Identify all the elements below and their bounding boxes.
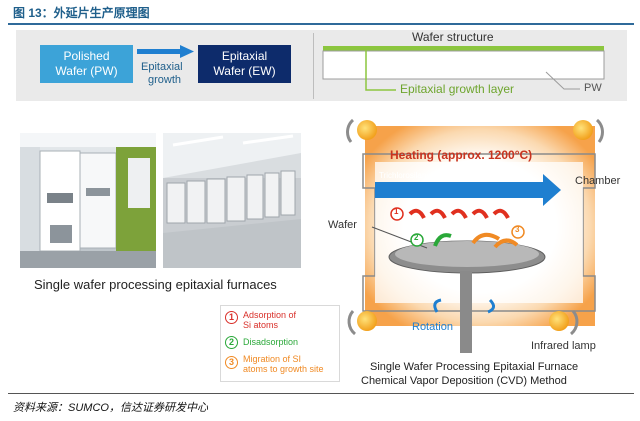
- legend-num-1: 1: [225, 311, 238, 324]
- step-markers: [390, 207, 525, 247]
- growth-arrow: [137, 45, 194, 58]
- pw-label-line1: Polished: [63, 49, 110, 63]
- legend-text-1a: Adsorption of: [243, 310, 297, 320]
- wafer-structure-diagram: [322, 46, 605, 91]
- cvd-caption-line1: Single Wafer Processing Epitaxial Furnac…: [370, 361, 579, 373]
- epitaxial-layer-label: Epitaxial growth layer: [400, 82, 515, 96]
- infrared-lamp-icon: [346, 118, 604, 336]
- ew-label-line1: Epitaxial: [221, 49, 268, 63]
- growth-label-line1: Epitaxial: [141, 61, 183, 73]
- step-number-1: 1: [394, 207, 399, 216]
- epitaxial-layer: [323, 46, 604, 51]
- infrared-lamp-label: Infrared lamp: [531, 340, 596, 352]
- legend-text-3a: Migration of SI: [243, 354, 302, 364]
- legend-num-3: 3: [225, 356, 238, 369]
- polished-wafer-layer: [322, 50, 605, 80]
- gas-label: Trichlorosilane (SiHCl3) + hydrogen (H2): [379, 171, 524, 180]
- process-legend: 1 Adsorption of Si atoms 2 Disadsorption…: [220, 305, 340, 382]
- pw-label-line2: Wafer (PW): [55, 64, 118, 78]
- rotation-arrows: [433, 298, 495, 314]
- furnace-photo-1: [20, 133, 156, 268]
- ew-label-line2: Wafer (EW): [213, 64, 276, 78]
- heating-label: Heating (approx. 1200°C): [390, 148, 533, 162]
- legend-text-1b: Si atoms: [243, 320, 279, 330]
- growth-label-line2: growth: [148, 74, 182, 86]
- source-note: 资料来源：SUMCO，信达证券研发中心: [13, 402, 208, 414]
- epitaxial-wafer-box: Epitaxial Wafer (EW): [198, 45, 291, 83]
- migration-arrows: [471, 232, 519, 249]
- step-number-2: 2: [414, 233, 419, 242]
- footer-divider: [8, 393, 634, 394]
- title-divider: [8, 23, 634, 25]
- legend-text-3b: atoms to growth site: [243, 364, 324, 374]
- rotation-label: Rotation: [412, 321, 453, 333]
- chamber-label: Chamber: [575, 175, 621, 187]
- step-number-3: 3: [515, 225, 520, 234]
- furnace-caption: Single wafer processing epitaxial furnac…: [34, 277, 277, 292]
- figure-title: 图 13：外延片生产原理图: [13, 6, 150, 20]
- panel-divider: [313, 33, 314, 99]
- wafer-structure-title: Wafer structure: [412, 30, 494, 44]
- cvd-caption-line2: Chemical Vapor Deposition (CVD) Method: [361, 375, 567, 387]
- pw-label: PW: [584, 82, 602, 94]
- legend-text-2a: Disadsorption: [243, 337, 299, 347]
- wafer-label: Wafer: [328, 219, 357, 231]
- cvd-chamber-diagram: [346, 118, 604, 353]
- epi-leader-line: [365, 49, 396, 91]
- furnace-photo-2: [163, 133, 301, 268]
- adsorption-arrows: [408, 208, 510, 219]
- pw-leader-line: [545, 71, 580, 90]
- gas-flow-arrow: [375, 174, 561, 206]
- desorption-arrow: [433, 233, 452, 247]
- polished-wafer-box: Polished Wafer (PW): [40, 45, 133, 83]
- legend-num-2: 2: [225, 336, 238, 349]
- susceptor-shaft: [460, 271, 472, 353]
